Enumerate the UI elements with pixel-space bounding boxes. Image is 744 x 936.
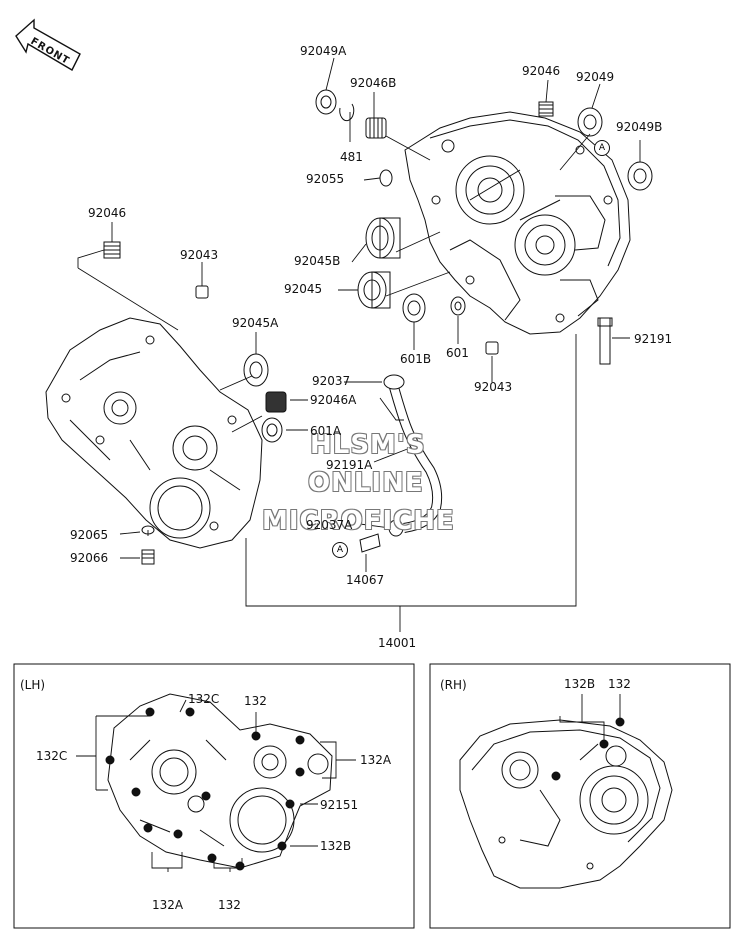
rh-box-title: (RH): [440, 678, 467, 692]
breather-hose: [387, 378, 443, 533]
bearing-92045B: [365, 217, 401, 259]
clamp-92037: [383, 374, 405, 390]
lh-box-title: (LH): [20, 678, 46, 692]
part-label-92191: 92191: [634, 332, 673, 346]
bearing-601B: [402, 293, 426, 323]
lh-label-92151: 92151: [320, 798, 359, 812]
bearing-92049A: [315, 89, 337, 115]
needle-bearing-92046-left: [103, 241, 121, 259]
left-crankcase-half: [45, 317, 263, 549]
rh-inset-crankcase: [459, 717, 673, 889]
lh-label-132-top: 132: [244, 694, 267, 708]
lh-label-132C-left: 132C: [36, 749, 68, 763]
part-label-92046-top: 92046: [522, 64, 561, 78]
part-label-92046A: 92046A: [310, 393, 357, 407]
part-label-92049B: 92049B: [616, 120, 663, 134]
part-label-14001: 14001: [378, 636, 417, 650]
rh-label-132B: 132B: [564, 677, 596, 691]
front-arrow-icon: [15, 18, 81, 71]
part-label-92045A: 92045A: [232, 316, 279, 330]
part-label-481: 481: [340, 150, 363, 164]
fitting-14067: [359, 533, 381, 553]
needle-bearing-92046-top: [538, 101, 554, 117]
bearing-601: [450, 296, 466, 316]
part-label-92049A: 92049A: [300, 44, 347, 58]
part-label-92037: 92037: [312, 374, 351, 388]
part-label-601B: 601B: [400, 352, 432, 366]
part-label-92055: 92055: [306, 172, 345, 186]
lh-label-132A-right: 132A: [360, 753, 392, 767]
reference-marker-a-top: A: [594, 140, 610, 156]
part-label-92043-right: 92043: [474, 380, 513, 394]
bearing-601A: [261, 417, 283, 443]
watermark-line-3: MICROFICHE: [262, 506, 455, 536]
part-label-92191A: 92191A: [326, 458, 373, 472]
part-label-92046B: 92046B: [350, 76, 397, 90]
stud-92191: [597, 317, 613, 365]
lh-inset-leaders: [76, 699, 356, 872]
lh-label-132B: 132B: [320, 839, 352, 853]
plug-92066: [141, 549, 155, 565]
dowel-pin-92043-left: [195, 285, 209, 299]
reference-marker-a-bottom: A: [332, 542, 348, 558]
watermark-line-2: ONLINE: [308, 468, 424, 498]
bearing-92045A: [243, 353, 269, 387]
lh-inset-frame: [13, 663, 415, 929]
bearing-92049: [577, 107, 603, 137]
bearing-92045: [357, 271, 391, 309]
bearing-92049B: [627, 161, 653, 191]
part-label-601: 601: [446, 346, 469, 360]
part-label-92045B: 92045B: [294, 254, 341, 268]
leader-lines: [77, 57, 641, 632]
rh-inset-frame: [429, 663, 731, 929]
part-label-14067: 14067: [346, 573, 385, 587]
part-label-92043-left: 92043: [180, 248, 219, 262]
needle-bearing-92046A: [265, 391, 287, 413]
part-label-92037A: 92037A: [306, 518, 353, 532]
part-label-92045: 92045: [284, 282, 323, 296]
rh-inset-leaders: [559, 694, 621, 744]
lh-label-132A-bottom: 132A: [152, 898, 184, 912]
part-label-92065: 92065: [70, 528, 109, 542]
part-label-92049: 92049: [576, 70, 615, 84]
watermark-line-1: HLSM'S: [310, 430, 426, 460]
needle-bearing-92046B: [365, 117, 387, 139]
rh-label-132: 132: [608, 677, 631, 691]
circlip-481: [339, 103, 355, 122]
right-crankcase-half: [404, 111, 631, 335]
part-label-92046-left: 92046: [88, 206, 127, 220]
part-label-92066: 92066: [70, 551, 109, 565]
lh-label-132C-top: 132C: [188, 692, 220, 706]
dowel-pin-92043-right: [485, 341, 499, 355]
lh-inset-crankcase: [105, 693, 333, 871]
oring-92055: [379, 169, 393, 187]
lh-label-132-bottom: 132: [218, 898, 241, 912]
part-label-601A: 601A: [310, 424, 342, 438]
